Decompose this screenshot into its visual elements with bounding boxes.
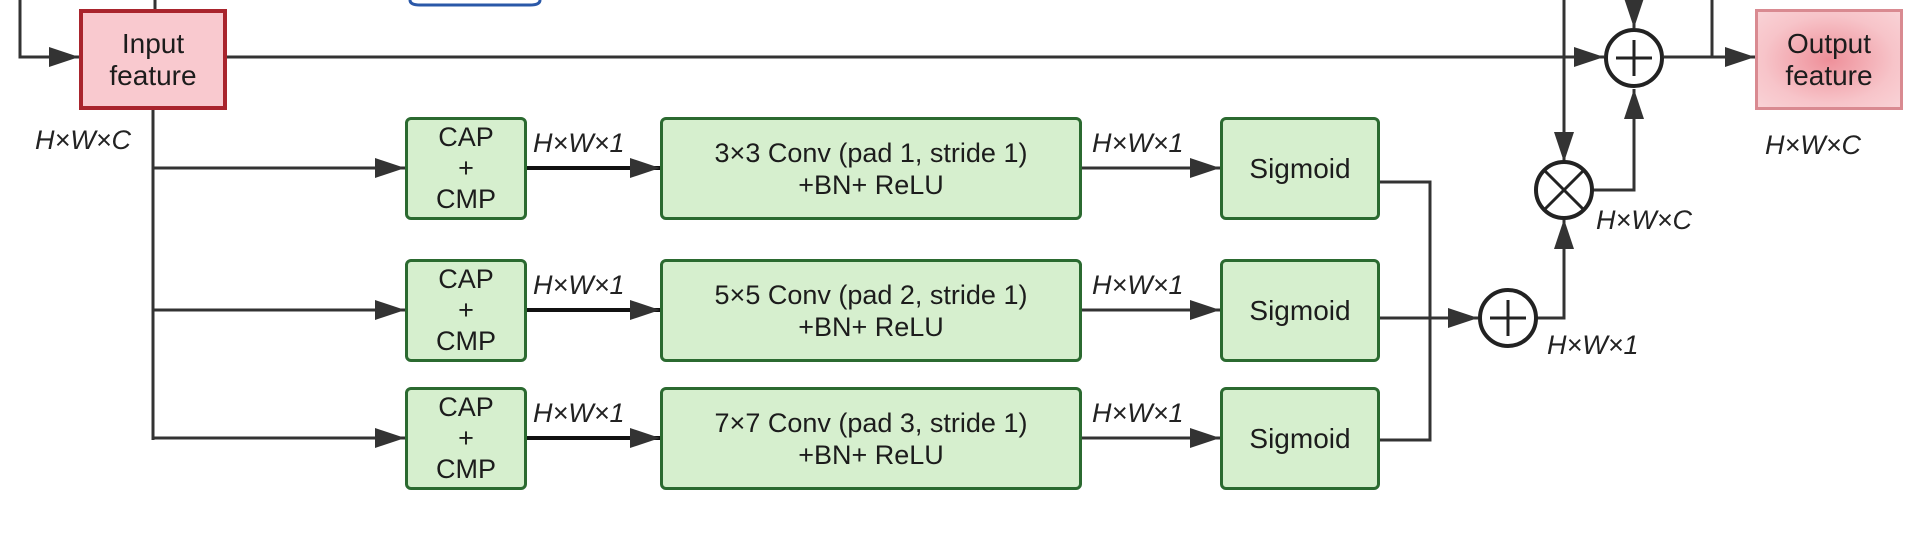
conv3-line2: +BN+ ReLU [798,439,944,470]
output-feature-node: Output feature [1755,9,1903,110]
sum-to-multiply [1536,219,1574,320]
cap2-line2: + [458,295,474,325]
cap3-line3: CMP [436,454,496,484]
multiply-dim-label: H×W×C [1596,205,1693,235]
cap3-line2: + [458,423,474,453]
multiply-operator [1534,160,1594,220]
input-dim-label: H×W×C [35,125,132,155]
sigmoid1-label: Sigmoid [1249,152,1351,184]
sigmoid3-label: Sigmoid [1249,422,1351,454]
cap1-line3: CMP [436,184,496,214]
sigmoid-node-3: Sigmoid [1220,387,1380,490]
input-line2: feature [109,59,197,91]
conv1-line2: +BN+ ReLU [798,169,944,200]
cap-out-dim-3: H×W×1 [533,398,625,428]
add-operator-top [1604,28,1664,88]
conv2-line2: +BN+ ReLU [798,311,944,342]
cap3-line1: CAP [438,392,494,422]
cap-out-dim-2: H×W×1 [533,270,625,300]
conv-out-dim-2: H×W×1 [1092,270,1184,300]
input-feature-node: Input feature [79,9,227,110]
conv2-line1: 5×5 Conv (pad 2, stride 1) [714,279,1028,310]
output-line2: feature [1785,59,1873,91]
cap-out-dim-1: H×W×1 [533,128,625,158]
output-line1: Output [1786,27,1872,59]
sum-operator [1478,288,1538,348]
cap-cmp-node-3: CAP + CMP [405,387,527,490]
conv-out-dim-1: H×W×1 [1092,128,1184,158]
cap-cmp-node-2: CAP + CMP [405,259,527,362]
conv-out-dim-3: H×W×1 [1092,398,1184,428]
sigmoid-node-1: Sigmoid [1220,117,1380,220]
cap2-line1: CAP [438,264,494,294]
conv1-line1: 3×3 Conv (pad 1, stride 1) [714,137,1028,168]
conv-node-1: 3×3 Conv (pad 1, stride 1) +BN+ ReLU [660,117,1082,220]
sigmoid-node-2: Sigmoid [1220,259,1380,362]
conv-node-2: 5×5 Conv (pad 2, stride 1) +BN+ ReLU [660,259,1082,362]
conv-node-3: 7×7 Conv (pad 3, stride 1) +BN+ ReLU [660,387,1082,490]
sigmoid-merge-3 [1380,318,1432,442]
output-dim-label: H×W×C [1765,130,1862,160]
conv3-line1: 7×7 Conv (pad 3, stride 1) [714,407,1028,438]
input-line1: Input [121,27,185,59]
cap1-line2: + [458,153,474,183]
cap-cmp-node-1: CAP + CMP [405,117,527,220]
multiply-to-add [1593,89,1644,192]
sum-dim-label: H×W×1 [1547,330,1639,360]
cap1-line1: CAP [438,122,494,152]
sigmoid2-label: Sigmoid [1249,294,1351,326]
sigmoid-merge-1 [1380,180,1478,328]
cap2-line3: CMP [436,326,496,356]
top-left-frame-line [18,0,79,67]
